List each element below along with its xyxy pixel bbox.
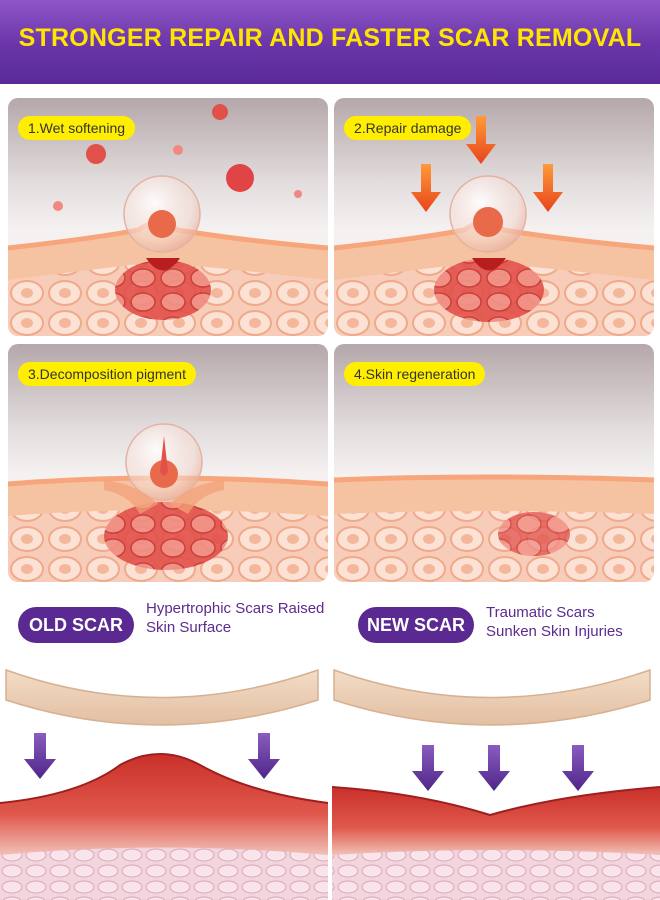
step-label-4: 4.Skin regeneration [344,362,486,386]
old-scar-badge: OLD SCAR [18,607,134,643]
old-scar-line-1: Hypertrophic Scars Raised [146,600,325,617]
new-scar-patch [333,668,651,726]
old-scar-description: Hypertrophic Scars Raised Skin Surface [146,599,324,637]
step-panel-3: 3.Decomposition pigment [8,344,328,582]
decomposition-pigment-illustration [8,423,328,582]
new-scar-line-1: Traumatic Scars [486,604,595,621]
step-label-1: 1.Wet softening [18,116,136,140]
step-panel-1: 1.Wet softening [8,98,328,336]
new-scar-line-2: Sunken Skin Injuries [486,623,623,640]
page-title: STRONGER REPAIR AND FASTER SCAR REMOVAL [18,24,642,52]
scar-comparison-illustration [0,668,660,900]
skin-regeneration-illustration [334,474,654,582]
old-scar-line-2: Skin Surface [146,619,232,636]
header-banner: STRONGER REPAIR AND FASTER SCAR REMOVAL [0,0,660,84]
old-scar-patch [5,668,319,726]
new-scar-description: Traumatic Scars Sunken Skin Injuries [486,603,623,641]
step-panel-2: 2.Repair damage [334,98,654,336]
step-label-3: 3.Decomposition pigment [18,362,196,386]
new-scar-badge: NEW SCAR [358,607,474,643]
wet-softening-illustration [8,104,328,336]
repair-damage-illustration [334,116,654,336]
step-panel-4: 4.Skin regeneration [334,344,654,582]
step-label-2: 2.Repair damage [344,116,472,140]
